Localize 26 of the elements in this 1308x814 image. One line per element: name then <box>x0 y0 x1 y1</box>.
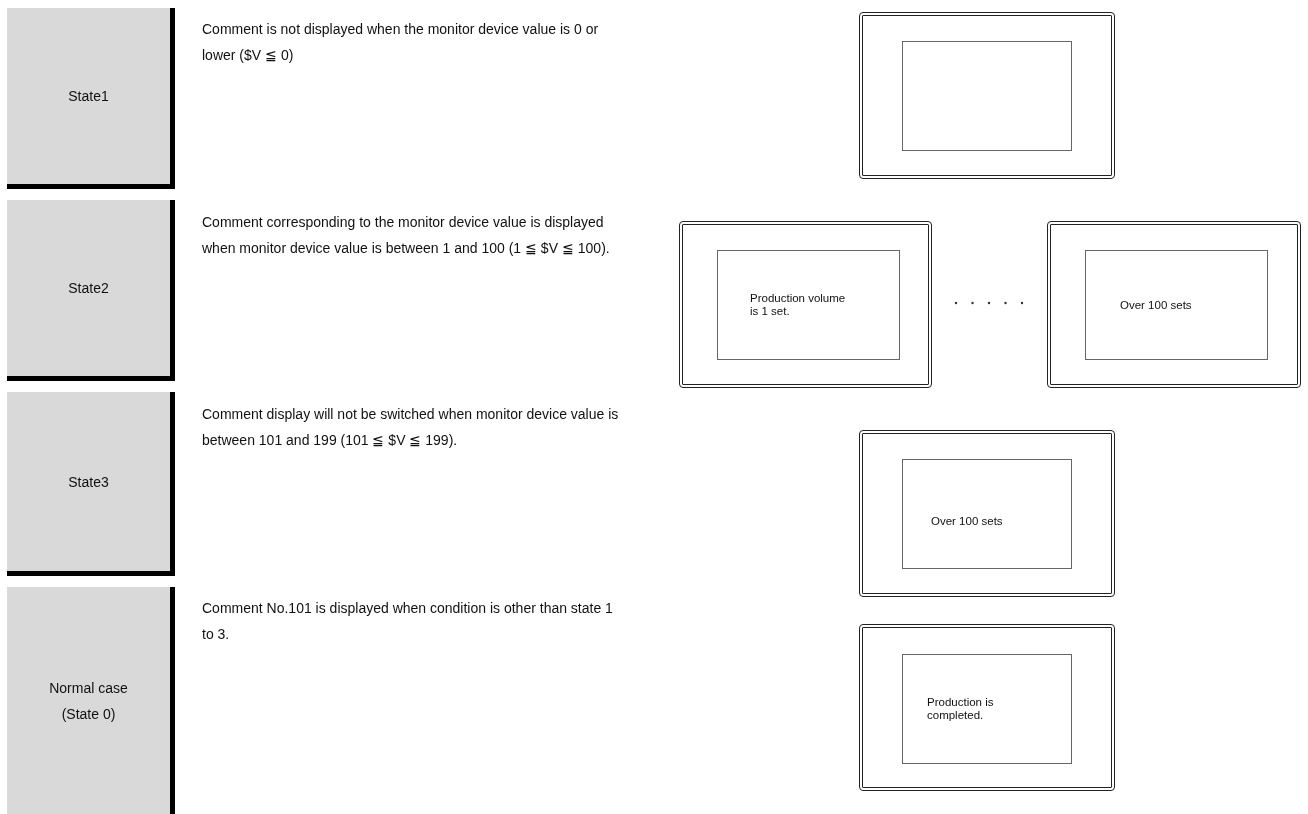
blank-monitor-screen <box>902 41 1072 151</box>
state-box <box>7 8 175 189</box>
screen-text: Over 100 sets <box>931 514 1004 528</box>
monitor-frame <box>1047 221 1301 388</box>
state-label: Normal case (State 0) <box>48 678 129 724</box>
state-label: State2 <box>67 279 110 298</box>
monitor-screen <box>902 459 1072 569</box>
description-text: Comment No.101 is displayed when condition is other than state 1 to 3. <box>202 599 614 644</box>
state-label: State3 <box>67 472 110 492</box>
description-text: Comment display will not be switched when monitor device value is between 101 and 199 (101 ≦ $V ≦ 199). <box>202 405 620 450</box>
description-text: Comment corresponding to the monitor device value is displayed when monitor device value is between 1 and 100 (1 ≦ $V ≦ 100). <box>202 213 611 258</box>
monitor-screen <box>717 250 900 360</box>
description-text: Comment is not displayed when the monitor device value is 0 or lower ($V ≦ 0) <box>202 20 600 65</box>
monitor-screen <box>902 654 1072 764</box>
monitor-frame <box>859 12 1115 179</box>
state-label: State1 <box>67 87 110 106</box>
monitor-screen <box>1085 250 1268 360</box>
monitor-frame <box>679 221 932 388</box>
state-box <box>7 587 175 814</box>
monitor-frame <box>859 624 1115 791</box>
screen-text: Over 100 sets <box>1120 298 1193 312</box>
screen-text: Production is completed. <box>927 696 995 722</box>
monitor-frame <box>859 430 1115 597</box>
state-box <box>7 392 175 576</box>
screen-text: Production volume is 1 set. <box>750 292 847 318</box>
state-box <box>7 200 175 381</box>
